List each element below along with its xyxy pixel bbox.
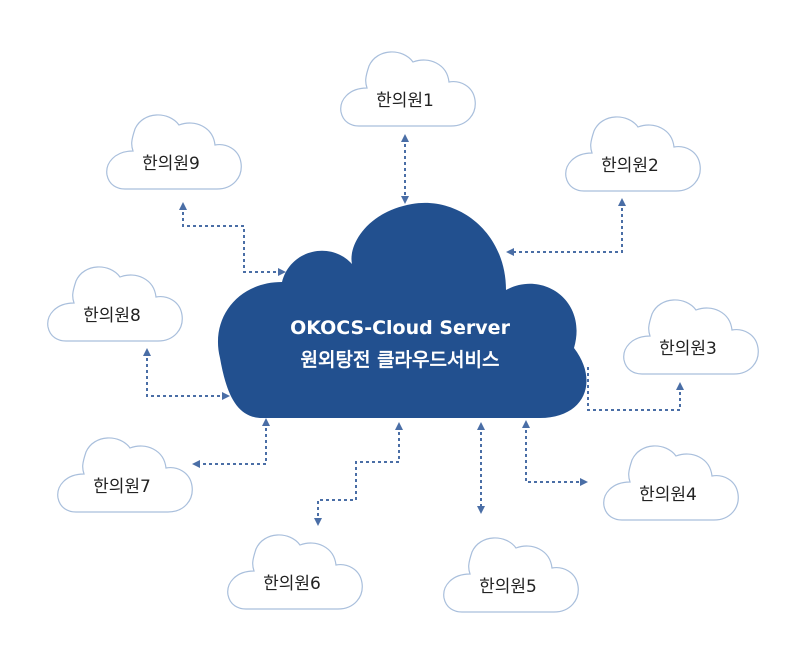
clinic-label: 한의원8 xyxy=(83,306,141,326)
clinic-label: 한의원3 xyxy=(659,339,717,359)
server-subtitle: 원외탕전 클라우드서비스 xyxy=(301,349,500,371)
connector-6 xyxy=(314,422,403,526)
clinic-label: 한의원9 xyxy=(142,154,200,174)
clinic-label: 한의원1 xyxy=(376,91,434,111)
clinic-label: 한의원4 xyxy=(639,485,697,505)
clinic-node-6: 한의원6 xyxy=(227,534,363,610)
clinic-node-2: 한의원2 xyxy=(565,116,701,192)
server-title: OKOCS-Cloud Server xyxy=(290,317,511,339)
connector-4 xyxy=(522,420,588,486)
server-cloud: OKOCS-Cloud Server 원외탕전 클라우드서비스 xyxy=(217,202,587,418)
clinic-label: 한의원2 xyxy=(601,156,659,176)
clinic-label: 한의원7 xyxy=(93,477,151,497)
clinic-node-9: 한의원9 xyxy=(106,114,242,190)
connector-8 xyxy=(143,348,230,400)
server-cloud-shape xyxy=(217,202,587,418)
clinic-node-7: 한의원7 xyxy=(57,437,193,513)
clinic-node-3: 한의원3 xyxy=(623,299,759,375)
connector-2 xyxy=(506,198,626,256)
clinic-node-5: 한의원5 xyxy=(443,537,579,613)
clinic-label: 한의원6 xyxy=(263,574,321,594)
clinic-label: 한의원5 xyxy=(479,577,537,597)
clinic-node-1: 한의원1 xyxy=(340,51,476,127)
connector-9 xyxy=(179,202,286,276)
clinic-node-8: 한의원8 xyxy=(47,266,183,342)
connector-7 xyxy=(192,418,270,468)
clinic-node-4: 한의원4 xyxy=(603,445,739,521)
